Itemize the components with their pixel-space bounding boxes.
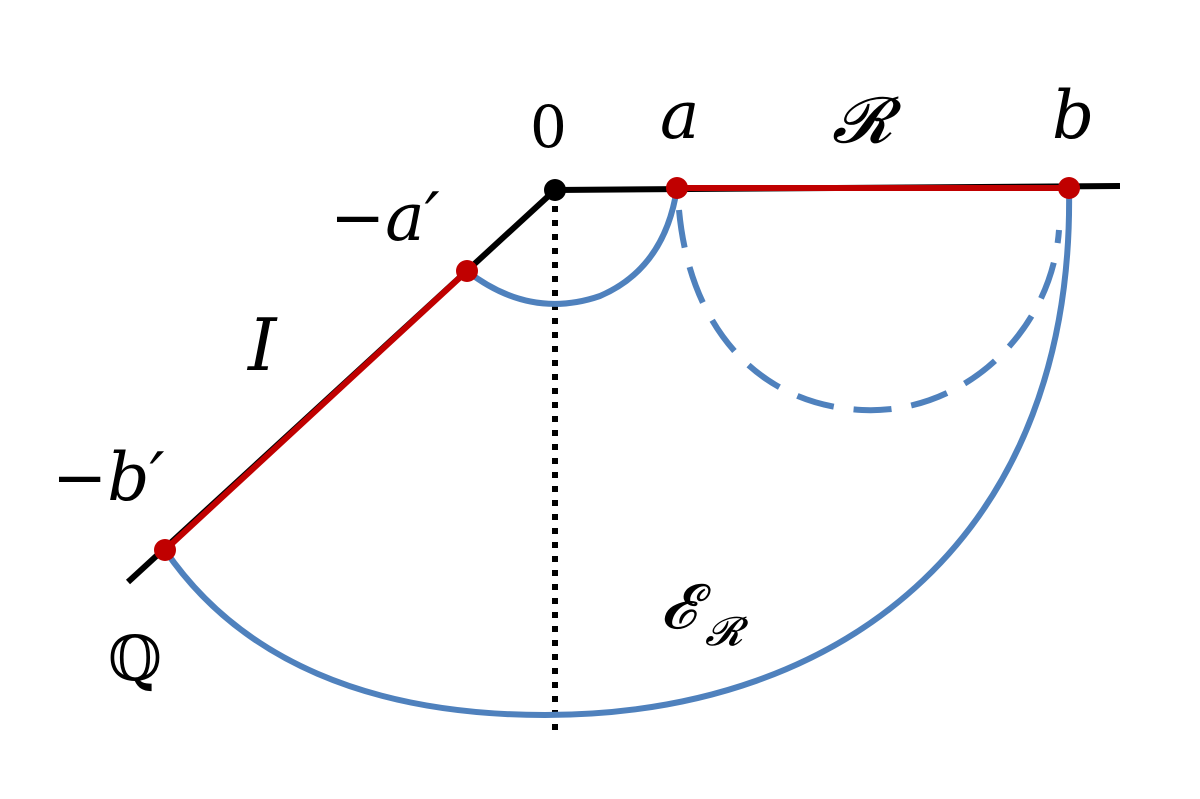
point-a (666, 177, 688, 199)
label-entanglement-wedge-sub: 𝓡 (705, 609, 749, 655)
origin-point (544, 179, 566, 201)
label-region-R: 𝓡 (832, 84, 902, 158)
label-interval-I: I (246, 303, 278, 387)
label-neg-a-prime: −a′ (330, 179, 440, 256)
dashed-geodesic (676, 209, 1062, 414)
inner-geodesic (465, 187, 680, 307)
point-neg-a-prime (456, 260, 478, 282)
label-b: b (1052, 77, 1094, 154)
point-neg-b-prime (154, 539, 176, 561)
label-neg-b-prime: −b′ (52, 439, 165, 516)
label-brane-Q: ℚ (108, 622, 162, 695)
interval-I-segment (162, 268, 470, 553)
point-b (1058, 177, 1080, 199)
label-a: a (660, 77, 699, 154)
label-origin: 0 (530, 93, 567, 161)
outer-geodesic (162, 187, 1073, 719)
